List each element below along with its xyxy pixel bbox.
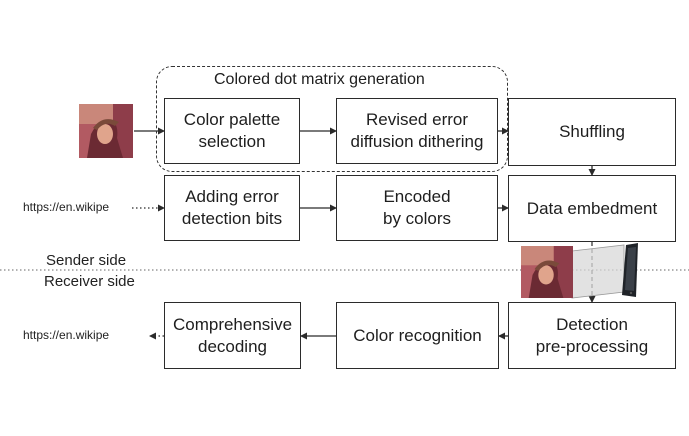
input-image-icon	[79, 104, 133, 158]
capture-beam	[571, 244, 625, 299]
adding-error-detection-bits-box: Adding error detection bits	[164, 175, 300, 241]
source-url: https://en.wikipe	[23, 200, 110, 214]
sender-side-label: Sender side	[46, 252, 127, 269]
data-embedment-box: Data embedment	[508, 175, 676, 242]
embedded-image-icon	[521, 246, 573, 298]
decoded-url: https://en.wikipe	[23, 328, 110, 342]
encoded-by-colors-box: Encoded by colors	[336, 175, 498, 241]
detection-pre-processing-box: Detection pre-processing	[508, 302, 676, 369]
dot-matrix-generation-group	[156, 66, 508, 172]
color-recognition-box: Color recognition	[336, 302, 499, 369]
group-title: Colored dot matrix generation	[214, 71, 425, 88]
smartphone-icon	[620, 243, 640, 297]
shuffling-box: Shuffling	[508, 98, 676, 166]
comprehensive-decoding-box: Comprehensive decoding	[164, 302, 301, 369]
color-palette-selection-box: Color palette selection	[164, 98, 300, 164]
receiver-side-label: Receiver side	[44, 273, 135, 290]
revised-error-diffusion-dithering-box: Revised error diffusion dithering	[336, 98, 498, 164]
